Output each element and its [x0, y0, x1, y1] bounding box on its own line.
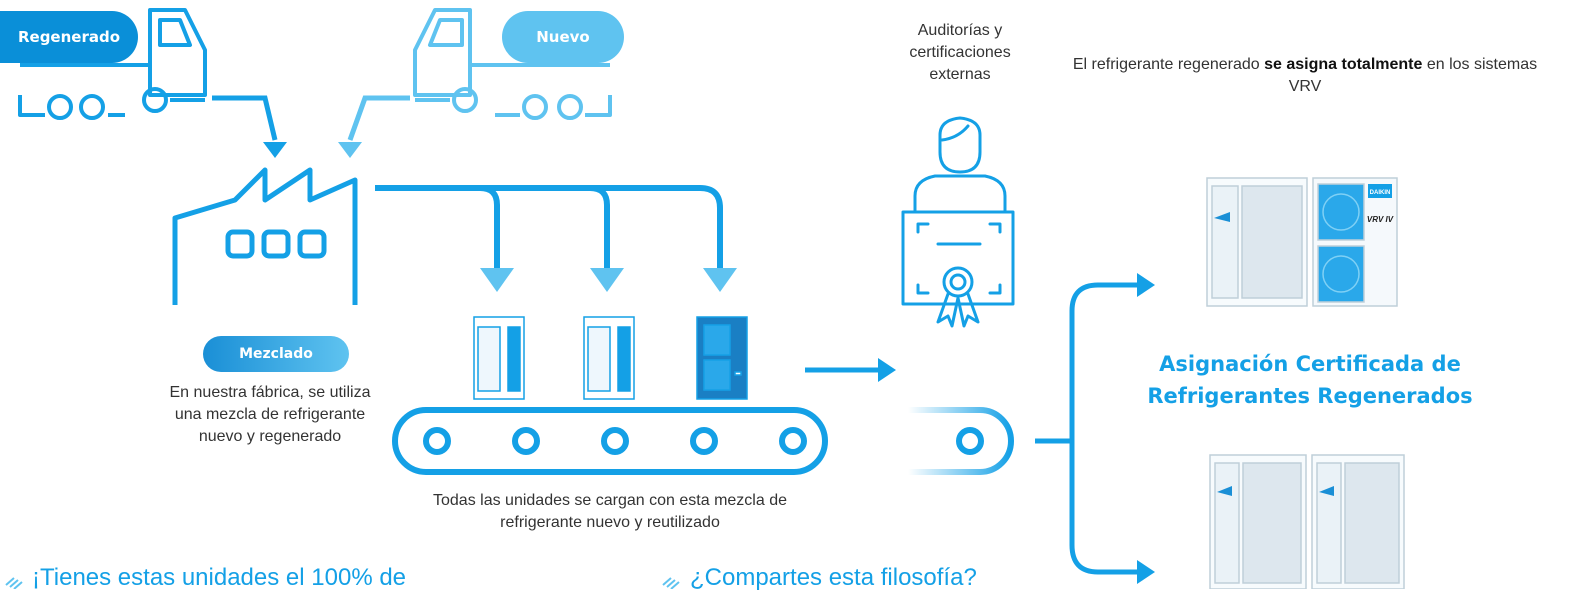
arrowhead-icon [263, 142, 287, 158]
assignment-description: El refrigerante regenerado se asigna tot… [1060, 54, 1550, 98]
vrv-unit-bottom-right [1311, 454, 1405, 589]
new-pill: Nuevo [502, 11, 624, 63]
question-left: ¡Tienes estas unidades el 100% de [32, 564, 407, 591]
arrowhead-icon [878, 358, 896, 382]
certified-assignment-title: Asignación Certificada de Refrigerantes … [1147, 352, 1473, 408]
arrowhead-icon [703, 268, 737, 292]
factory-icon [172, 167, 358, 305]
arrowhead-icon [338, 142, 362, 158]
vrv-unit-3 [696, 316, 748, 400]
regenerated-pill: Regenerado [0, 11, 138, 63]
new-label: Nuevo [536, 28, 590, 46]
mixed-pill: Mezclado [203, 336, 349, 372]
regenerated-label: Regenerado [17, 28, 121, 46]
vrv-unit-top-right [1312, 177, 1398, 307]
vrv-unit-top-left [1206, 177, 1308, 307]
distribution-pipe [375, 185, 723, 268]
conveyor-belt [392, 407, 828, 475]
arrow-regenerated-to-factory [212, 95, 278, 141]
assignment-pre: El refrigerante regenerado [1072, 56, 1265, 73]
vrv-unit-2 [583, 316, 635, 400]
mixed-label: Mezclado [239, 346, 313, 362]
arrowhead-icon [1137, 560, 1155, 584]
truck-new-icon [413, 8, 612, 120]
model-label: VRV IV [1367, 215, 1394, 224]
arrowhead-icon [480, 268, 514, 292]
arrowhead-icon [1137, 273, 1155, 297]
assignment-bold: se asigna totalmente [1264, 56, 1423, 73]
branch-connector [1035, 282, 1140, 575]
arrowhead-icon [590, 268, 624, 292]
assignment-post: en los sistemas VRV [1288, 56, 1538, 95]
conveyor-description: Todas las unidades se cargan con esta me… [433, 492, 787, 531]
question-right-icon [662, 577, 680, 589]
brand-logo-text: DAIKIN [1370, 190, 1391, 196]
factory-description: En nuestra fábrica, se utiliza una mezcl… [169, 384, 371, 445]
arrow-new-to-factory [347, 95, 410, 141]
vrv-unit-1 [473, 316, 525, 400]
truck-regenerated-icon [18, 8, 207, 120]
question-right: ¿Compartes esta filosofía? [690, 564, 977, 591]
auditor-certificate-icon [901, 116, 1015, 328]
vrv-unit-bottom-left [1209, 454, 1307, 589]
audit-description: Auditorías y certificaciones externas [909, 22, 1011, 83]
conveyor-fade [908, 407, 1014, 475]
question-left-icon [5, 577, 23, 589]
